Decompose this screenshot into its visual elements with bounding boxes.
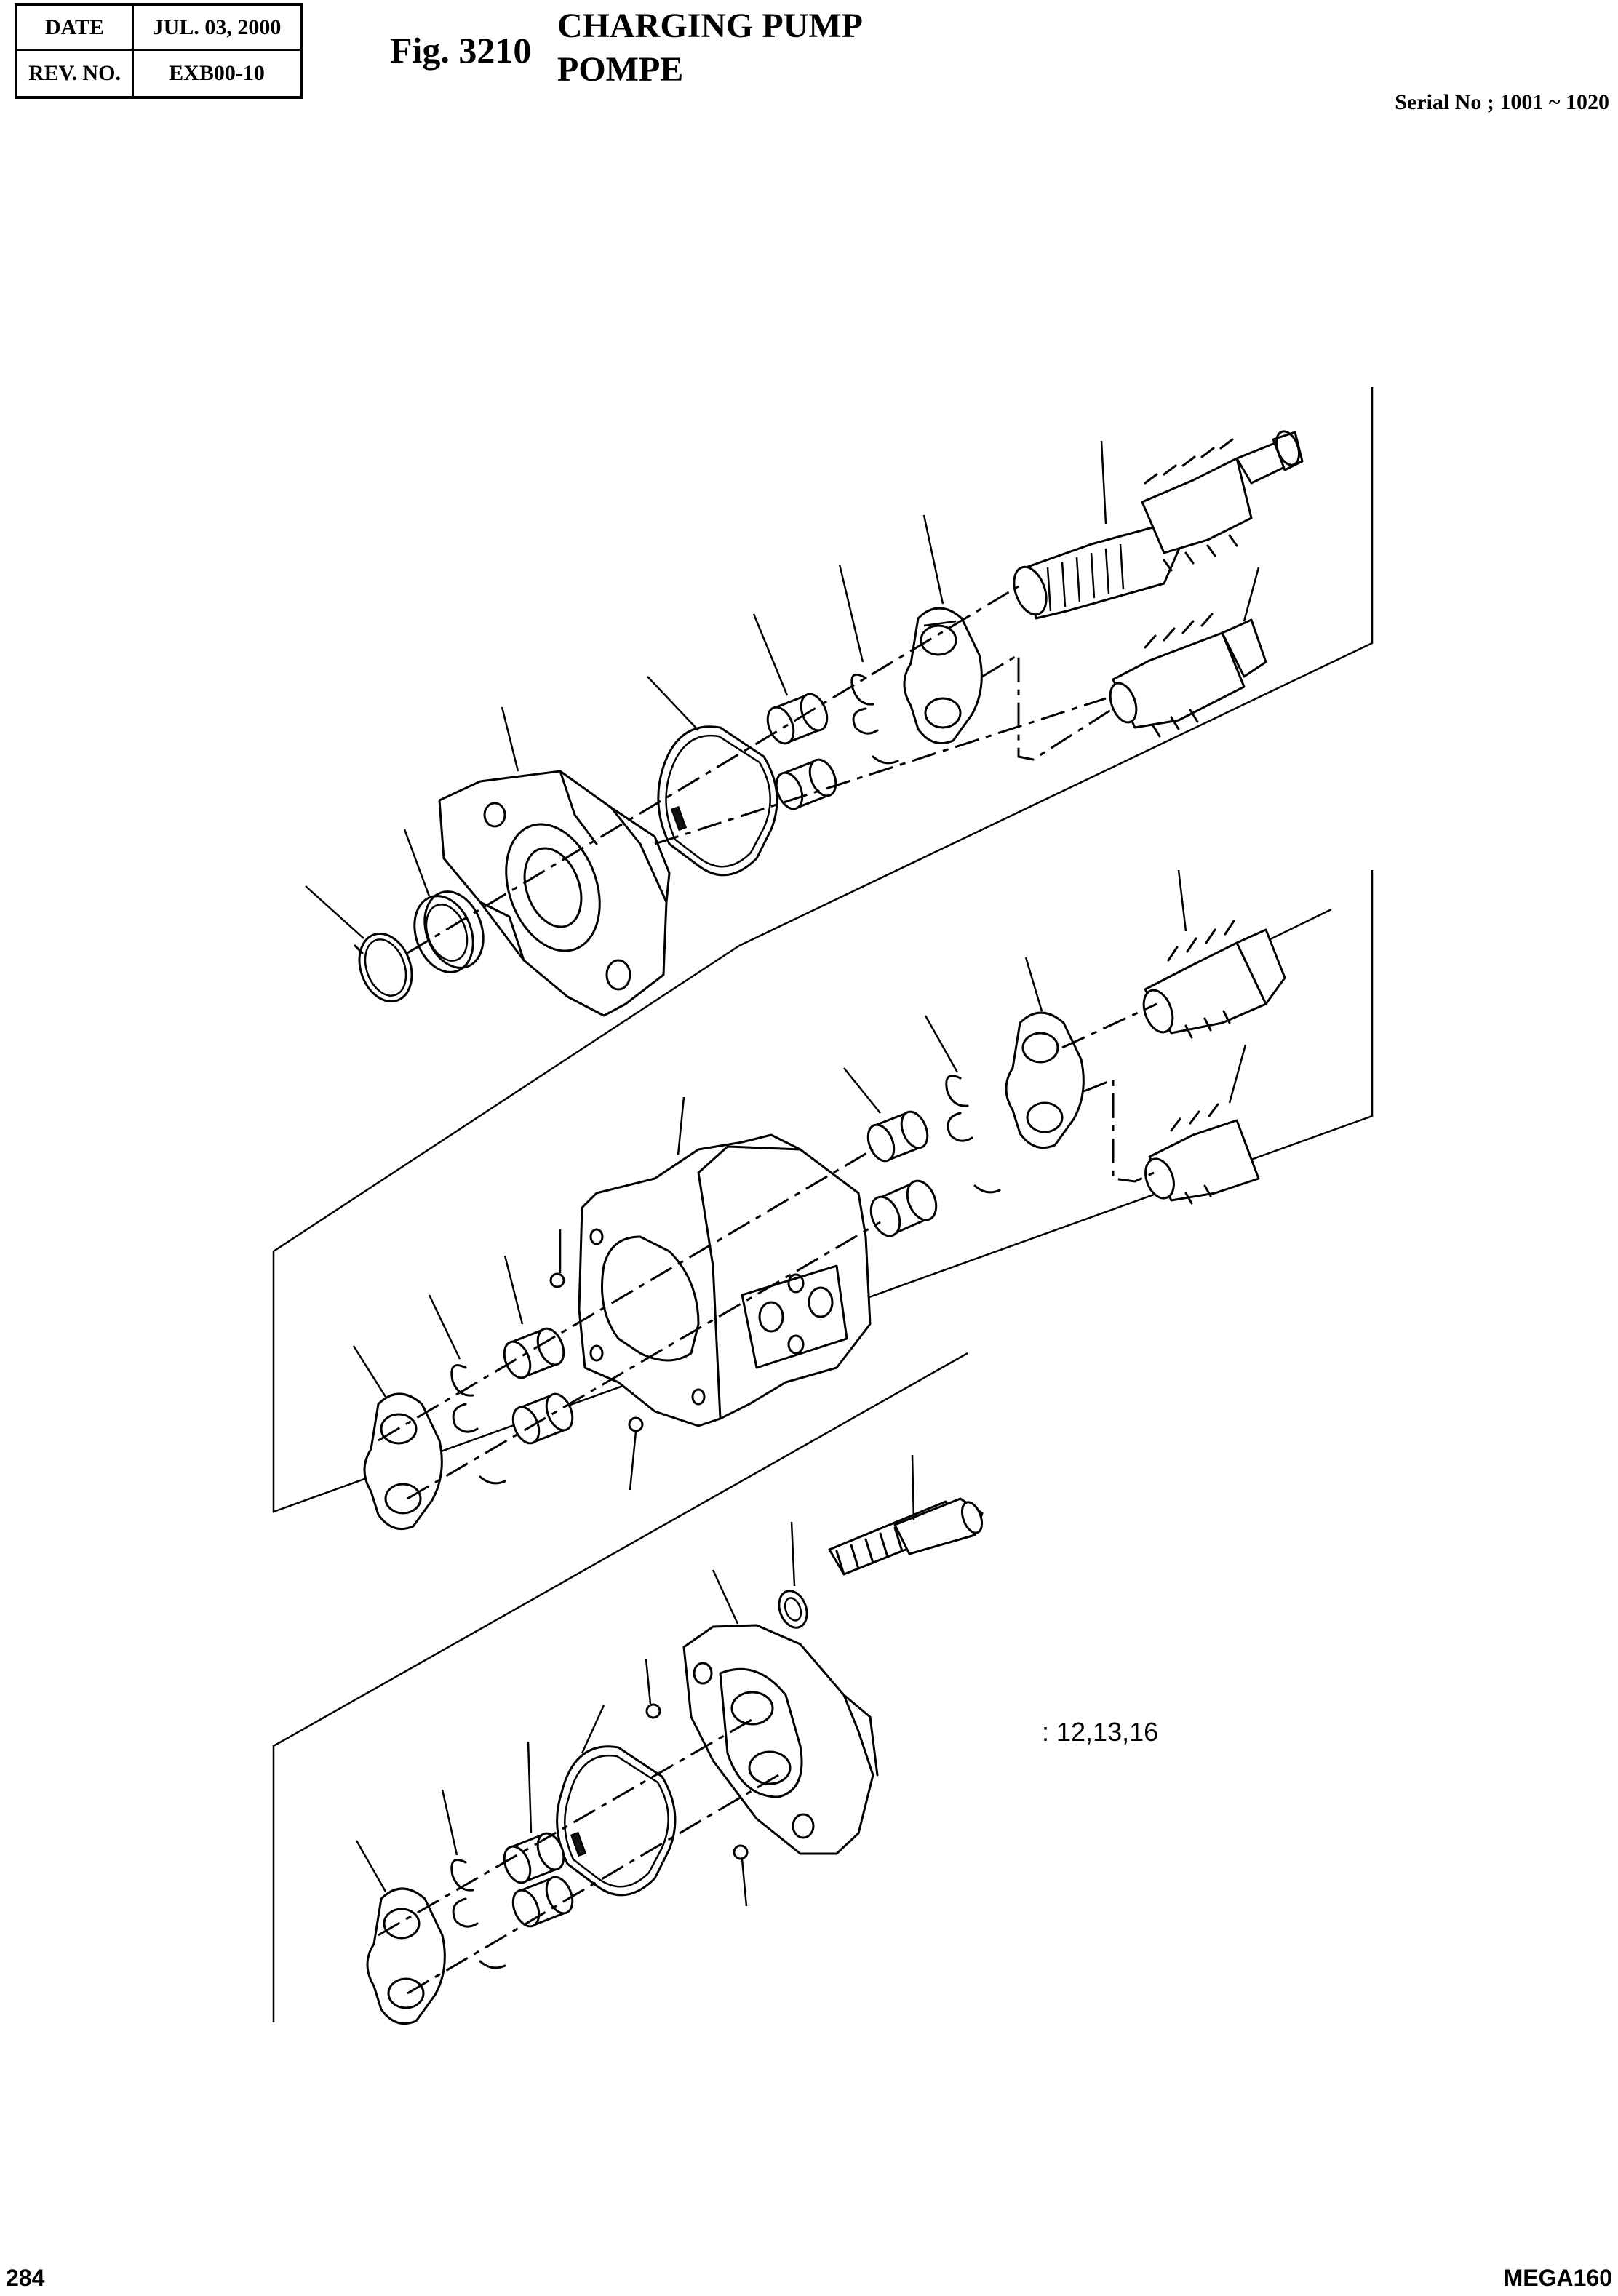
bushings-middle-right-part	[843, 1067, 938, 1237]
front-cover-part	[438, 706, 671, 1017]
bushings-top-part	[752, 613, 837, 810]
dowel-pins-middle-part	[549, 1229, 644, 1491]
bushings-middle-left-part	[503, 1255, 574, 1445]
driven-gear-middle-part	[1144, 1044, 1260, 1205]
title-french: POMPE	[557, 50, 684, 89]
model-name: MEGA160	[1503, 2265, 1612, 2291]
gasket-bottom-part	[556, 1705, 677, 1897]
revision-table: DATE JUL. 03, 2000 REV. NO. EXB00-10	[15, 3, 303, 99]
section-frame-bottom	[272, 1352, 968, 2022]
parts-note: : 12,13,16	[1042, 1717, 1159, 1747]
o-ring-part	[778, 1521, 808, 1629]
driven-gear-top-part	[1109, 567, 1267, 738]
centerlines-top	[407, 585, 1114, 954]
serial-range: Serial No ; 1001 ~ 1020	[1395, 90, 1609, 114]
side-plate-top-part	[903, 514, 983, 744]
date-label: DATE	[17, 6, 134, 51]
snap-ring-part	[305, 885, 413, 1003]
section-frame-top	[738, 387, 1374, 947]
gasket-top-part	[647, 676, 778, 877]
title-english: CHARGING PUMP	[557, 7, 863, 45]
section-frame-middle	[272, 870, 1374, 1513]
date-value: JUL. 03, 2000	[134, 6, 300, 51]
rev-label: REV. NO.	[17, 51, 134, 96]
drive-shaft-part	[1013, 430, 1304, 620]
oil-seal-part	[403, 829, 485, 973]
rear-cover-part	[682, 1569, 879, 1855]
seal-ring-bottom-part	[441, 1789, 506, 1969]
rev-value: EXB00-10	[169, 61, 265, 85]
seal-ring-top-part	[838, 564, 899, 765]
drive-gear-middle-part	[1142, 869, 1332, 1039]
seal-ring-middle-right-part	[924, 1015, 1001, 1194]
bushings-bottom-part	[503, 1741, 574, 1928]
page-number: 284	[6, 2265, 45, 2291]
centerlines-bottom	[378, 1715, 779, 1995]
relief-valve-part	[828, 1454, 984, 1576]
seal-ring-middle-left-part	[428, 1294, 506, 1485]
side-plate-bottom-part	[355, 1840, 446, 2025]
side-plate-middle-left-part	[352, 1345, 443, 1530]
gear-housing-part	[578, 1096, 872, 1427]
centerlines-middle	[378, 1002, 1157, 1500]
figure-number: Fig. 3210	[390, 30, 532, 71]
dowel-pins-bottom-part	[645, 1658, 749, 1907]
side-plate-middle-right-part	[1005, 957, 1085, 1149]
